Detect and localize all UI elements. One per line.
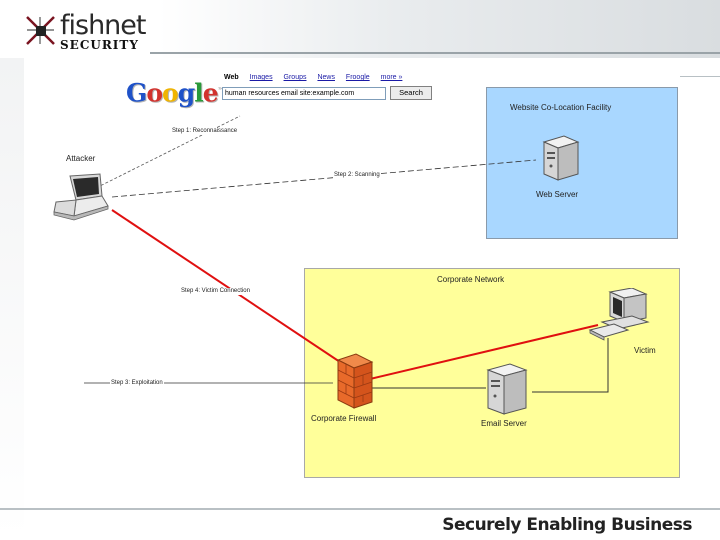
step3-label: Step 3: Exploitation	[110, 380, 164, 387]
email-victim-line	[532, 338, 609, 393]
google-nav-web[interactable]: Web	[224, 74, 239, 81]
colocation-zone-label: Website Co-Location Facility	[510, 103, 612, 112]
google-nav-froogle[interactable]: Froogle	[345, 74, 370, 81]
victim-label: Victim	[634, 346, 656, 355]
google-search-button[interactable]: Search	[390, 86, 432, 100]
laptop-icon	[53, 173, 109, 221]
google-nav-groups[interactable]: Groups	[283, 74, 307, 81]
fishnet-logo: fishnet SECURITY	[24, 10, 174, 52]
brand-subtitle: SECURITY	[60, 38, 139, 52]
fishnet-logo-icon	[26, 16, 55, 45]
attacker-label: Attacker	[66, 154, 96, 163]
step4-label: Step 4: Victim Connection	[180, 288, 251, 295]
brand-name: fishnet	[60, 10, 146, 41]
colocation-zone	[486, 87, 678, 239]
google-nav-more[interactable]: more »	[380, 74, 403, 81]
desktop-computer-icon	[588, 288, 650, 341]
footer-divider	[0, 508, 720, 510]
header-band	[0, 0, 720, 58]
step2-label: Step 2: Scanning	[333, 172, 381, 179]
corporate-network-label: Corporate Network	[437, 275, 505, 284]
google-nav-news[interactable]: News	[317, 74, 335, 81]
web-server-label: Web Server	[536, 190, 579, 199]
right-decoration	[680, 76, 720, 77]
google-nav: Web Images Groups News Froogle more »	[224, 74, 411, 81]
step2-line	[111, 159, 537, 198]
email-server-label: Email Server	[481, 419, 527, 428]
google-logo: Google™	[126, 78, 224, 108]
web-server-icon	[542, 135, 580, 181]
step1-label: Step 1: Reconnaissance	[171, 128, 239, 135]
left-panel	[0, 58, 24, 540]
google-search-input[interactable]: human resources email site:example.com	[222, 87, 386, 100]
google-nav-images[interactable]: Images	[249, 74, 273, 81]
victim-connection-line	[369, 324, 599, 380]
email-server-icon	[486, 363, 528, 415]
google-search-snippet: Google™ Web Images Groups News Froogle m…	[122, 72, 432, 108]
footer-tagline: Securely Enabling Business	[442, 515, 692, 535]
firewall-icon	[336, 353, 374, 409]
firewall-label: Corporate Firewall	[311, 414, 377, 423]
header-divider	[150, 52, 720, 54]
